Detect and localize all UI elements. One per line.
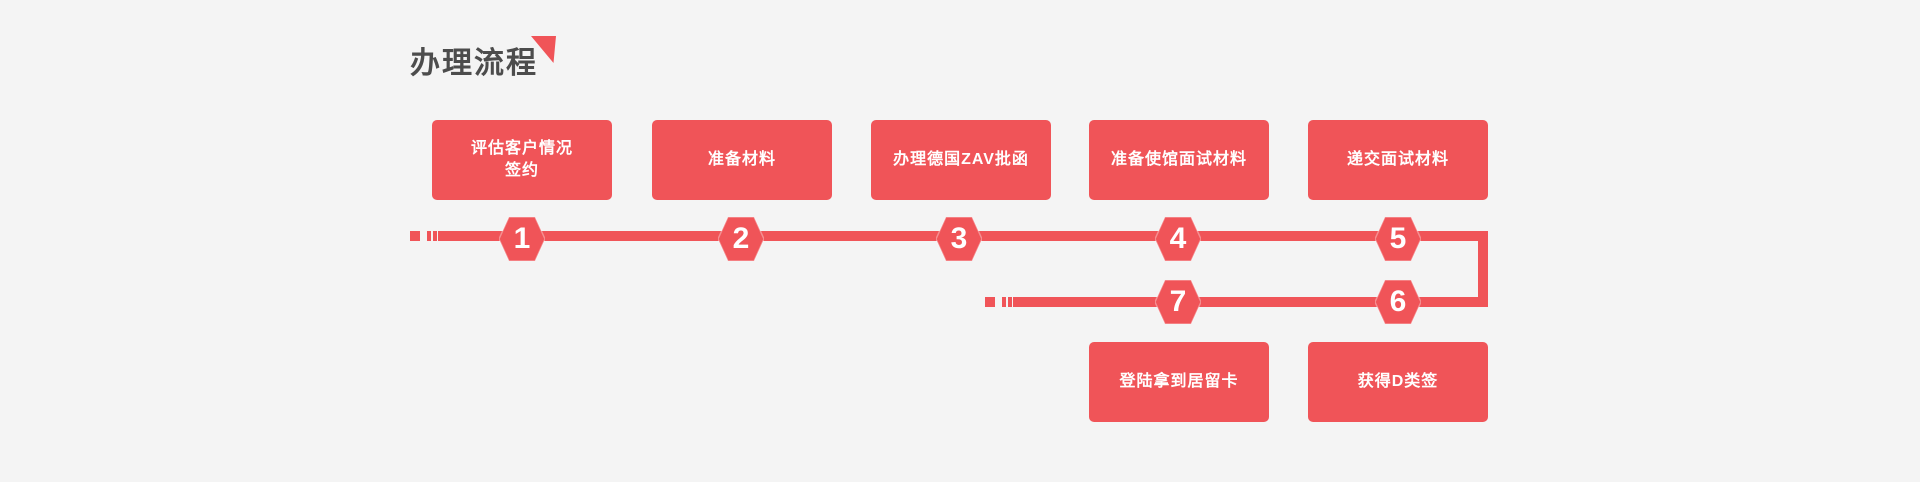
step-marker-7: 7 [1155,280,1201,324]
step-number: 1 [513,222,531,255]
hexagon-icon [1155,217,1201,261]
hexagon-icon [936,217,982,261]
hexagon-icon [499,217,545,261]
hexagon-icon [1375,217,1421,261]
timeline-start-tick-icon [1008,297,1012,307]
timeline-start-tick-icon [427,231,431,241]
step-number: 7 [1169,285,1187,318]
timeline-start-tick-icon [1002,297,1006,307]
timeline-start-square-icon [985,297,995,307]
hexagon-icon [718,217,764,261]
step-box-5: 递交面试材料 [1308,120,1488,200]
page-title: 办理流程 [410,47,538,80]
step-marker-3: 3 [936,217,982,261]
step-marker-2: 2 [718,217,764,261]
step-marker-4: 4 [1155,217,1201,261]
timeline-connector-line [1478,231,1488,307]
step-marker-6: 6 [1375,280,1421,324]
step-number: 4 [1169,222,1187,255]
step-number: 6 [1389,285,1407,318]
timeline-start-square-icon [410,231,420,241]
step-box-4: 准备使馆面试材料 [1089,120,1269,200]
step-box-1: 评估客户情况 签约 [432,120,612,200]
hexagon-icon [1155,280,1201,324]
hexagon-icon [1375,280,1421,324]
step-marker-1: 1 [499,217,545,261]
step-number: 2 [732,222,750,255]
step-number: 3 [950,222,968,255]
step-number: 5 [1389,222,1407,255]
step-box-7: 登陆拿到居留卡 [1089,342,1269,422]
step-box-2: 准备材料 [652,120,832,200]
timeline-row2-line [1013,297,1488,307]
step-box-3: 办理德国ZAV批函 [871,120,1051,200]
step-marker-5: 5 [1375,217,1421,261]
step-box-6: 获得D类签 [1308,342,1488,422]
timeline-start-tick-icon [433,231,437,241]
